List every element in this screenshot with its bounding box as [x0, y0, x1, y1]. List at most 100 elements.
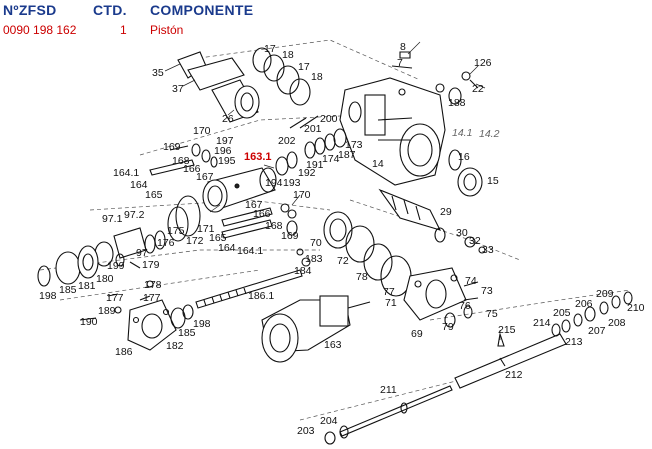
callout-172: 172	[186, 235, 204, 247]
callout-206: 206	[575, 298, 593, 310]
callout-185b: 185	[178, 327, 196, 339]
callout-16: 16	[458, 151, 470, 163]
callout-18b: 18	[311, 71, 323, 83]
callout-15: 15	[487, 175, 499, 187]
callout-178: 178	[144, 279, 162, 291]
callout-166b: 166	[253, 208, 271, 220]
callout-169b: 169	[281, 230, 299, 242]
callout-26: 26	[222, 113, 234, 125]
column-header-zfsd: NºZFSD	[3, 2, 57, 18]
callout-189: 189	[98, 305, 116, 317]
callout-14-2: 14.2	[479, 128, 500, 140]
callout-171: 171	[197, 223, 215, 235]
callout-186: 186	[115, 346, 133, 358]
callout-192: 192	[298, 167, 316, 179]
callout-71: 71	[385, 297, 397, 309]
callout-180: 180	[96, 273, 114, 285]
callout-213: 213	[565, 336, 583, 348]
callout-205: 205	[553, 307, 571, 319]
callout-14-1: 14.1	[452, 127, 472, 139]
callout-177: 177	[106, 292, 124, 304]
callout-196: 196	[214, 145, 232, 157]
callout-7: 7	[397, 57, 403, 69]
callout-76: 76	[459, 300, 471, 312]
callout-168: 168	[172, 155, 190, 167]
callout-176: 176	[157, 237, 175, 249]
callout-191: 191	[306, 159, 324, 171]
callout-30: 30	[456, 227, 468, 239]
callout-73: 73	[481, 285, 493, 297]
callout-22: 22	[472, 83, 484, 95]
row-zfsd: 0090 198 162	[3, 23, 77, 37]
callout-209: 209	[596, 288, 614, 300]
callout-14: 14	[372, 158, 384, 170]
callout-17: 17	[264, 43, 276, 55]
callout-167b: 167	[245, 199, 263, 211]
callout-8: 8	[400, 41, 406, 53]
callout-210: 210	[627, 302, 645, 314]
callout-126: 126	[474, 57, 492, 69]
callout-184: 184	[294, 265, 312, 277]
callout-204: 204	[320, 415, 338, 427]
callout-188: 188	[448, 97, 466, 109]
callout-17b: 17	[298, 61, 310, 73]
callout-190: 190	[80, 316, 98, 328]
callout-32: 32	[469, 235, 481, 247]
callout-70: 70	[310, 237, 322, 249]
callout-200: 200	[320, 113, 338, 125]
callout-202: 202	[278, 135, 296, 147]
callout-97: 97	[136, 247, 148, 259]
callout-177b: 177	[143, 292, 161, 304]
callout-163: 163	[324, 339, 342, 351]
callout-214: 214	[533, 317, 551, 329]
callout-167: 167	[196, 171, 214, 183]
callout-183: 183	[305, 253, 323, 265]
callout-78: 78	[356, 271, 368, 283]
callout-187: 187	[338, 149, 356, 161]
callout-193: 193	[283, 177, 301, 189]
callout-97-1: 97.1	[102, 213, 123, 225]
callout-168b: 168	[265, 220, 283, 232]
row-componente: Pistón	[150, 23, 184, 37]
callout-186-1: 186.1	[248, 290, 274, 302]
callout-164: 164	[130, 179, 148, 191]
callout-175: 175	[167, 225, 185, 237]
callout-69: 69	[411, 328, 423, 340]
callout-97-2: 97.2	[124, 209, 145, 221]
callout-79: 79	[442, 321, 454, 333]
callout-33: 33	[482, 244, 494, 256]
callout-179: 179	[142, 259, 160, 271]
callout-164-1b: 164.1	[237, 245, 263, 257]
callout-199: 199	[107, 260, 125, 272]
column-header-ctd: CTD.	[93, 2, 127, 18]
callout-75: 75	[486, 308, 498, 320]
callout-173: 173	[345, 139, 363, 151]
callout-169: 169	[163, 141, 181, 153]
column-header-componente: COMPONENTE	[150, 2, 254, 18]
callout-170b: 170	[293, 189, 311, 201]
callout-164b: 164	[218, 242, 236, 254]
callout-211: 211	[380, 384, 397, 396]
callout-165: 165	[145, 189, 163, 201]
callout-35: 35	[152, 67, 164, 79]
callout-163-1: 163.1	[244, 151, 272, 163]
callout-164-1: 164.1	[113, 167, 139, 179]
callout-29: 29	[440, 206, 452, 218]
callout-215: 215	[498, 324, 516, 336]
callout-181: 181	[78, 280, 96, 292]
callout-174: 174	[322, 153, 340, 165]
row-ctd: 1	[120, 23, 127, 37]
callout-195: 195	[218, 155, 236, 167]
callout-198: 198	[39, 290, 57, 302]
callout-182: 182	[166, 340, 184, 352]
callout-37: 37	[172, 83, 184, 95]
callout-198b: 198	[193, 318, 211, 330]
callout-208: 208	[608, 317, 626, 329]
callout-74: 74	[465, 275, 477, 287]
callout-165b: 165	[209, 232, 227, 244]
callout-77: 77	[383, 286, 395, 298]
callout-166: 166	[183, 163, 201, 175]
callout-201: 201	[304, 123, 322, 135]
callout-170: 170	[193, 125, 211, 137]
